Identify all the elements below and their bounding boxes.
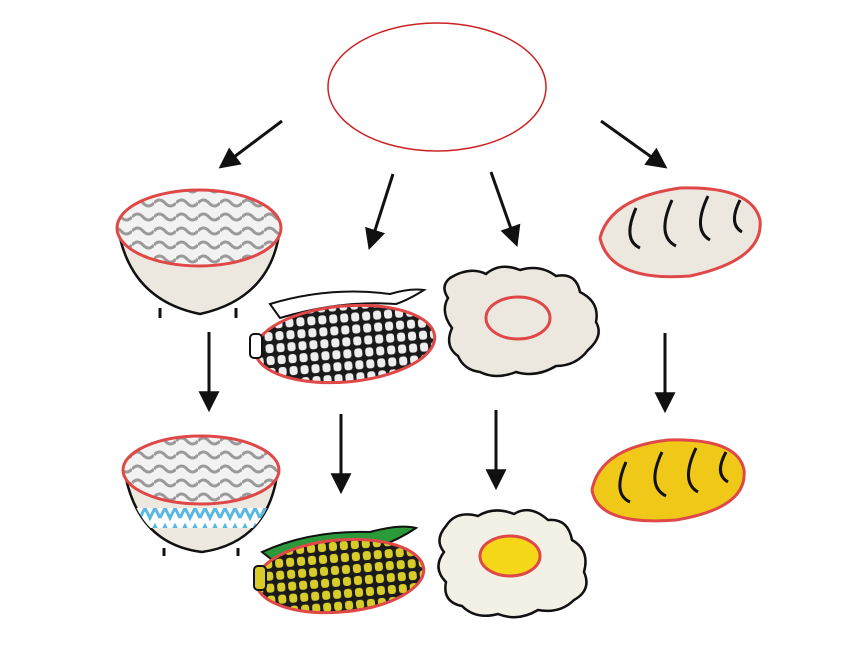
colored-fried-egg-icon (437, 508, 588, 619)
uncolored-fried-egg-icon (443, 265, 600, 378)
uncolored-bread-icon (598, 186, 762, 279)
colored-noodle-bowl-icon (121, 434, 281, 556)
arrow-to-corn (365, 173, 395, 251)
arrow-to-egg (489, 171, 521, 247)
arrow-to-noodles (218, 119, 283, 169)
center-ellipse (327, 22, 547, 152)
colored-bread-icon (590, 438, 746, 523)
uncolored-noodle-bowl-icon (115, 188, 283, 318)
uncolored-corn-icon (249, 288, 437, 385)
colored-corn-icon (253, 525, 426, 615)
arrow-to-bread (600, 119, 668, 169)
